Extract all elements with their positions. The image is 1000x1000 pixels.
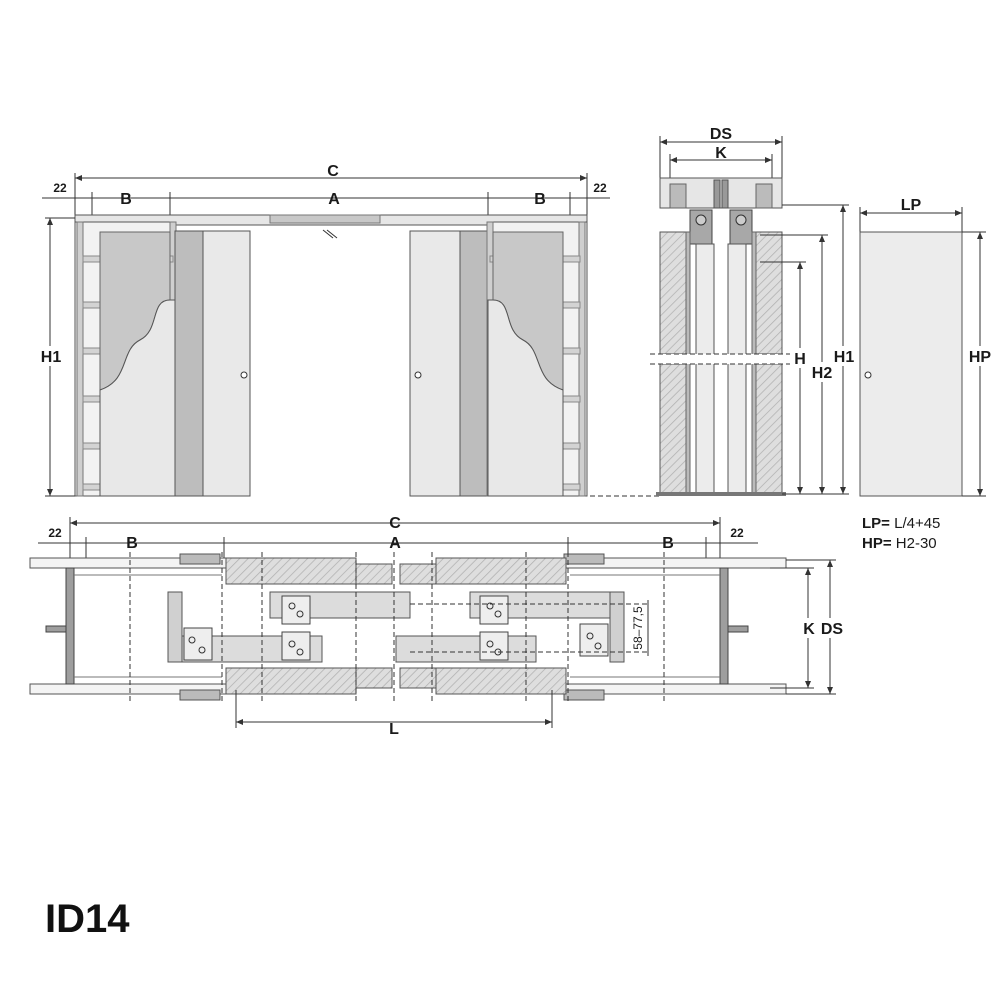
dim-label-22-right: 22 bbox=[593, 181, 607, 195]
plan-dim-label-22-left: 22 bbox=[48, 526, 62, 540]
dim-label-hp: HP bbox=[969, 349, 992, 366]
plan-dim-label-c: C bbox=[389, 515, 401, 532]
door-leaf-2 bbox=[727, 243, 747, 495]
door-panel-view: LP HP bbox=[859, 197, 994, 497]
handle-icon bbox=[240, 371, 248, 379]
right-pocket-frame bbox=[486, 221, 588, 497]
dim-label-k-section: K bbox=[715, 145, 727, 162]
handle-icon bbox=[414, 371, 422, 379]
dim-label-h1-left: H1 bbox=[41, 349, 62, 366]
dimension-row-bab: B A B 22 22 bbox=[42, 181, 610, 215]
dim-label-b-right: B bbox=[534, 191, 546, 208]
wall-right-upper bbox=[755, 231, 783, 355]
dim-label-a: A bbox=[328, 191, 340, 208]
plan-dim-label-b-left: B bbox=[126, 535, 138, 552]
door-leaf-1 bbox=[695, 243, 715, 495]
dim-label-b-left: B bbox=[120, 191, 132, 208]
plan-door-3 bbox=[395, 635, 537, 663]
door-panel bbox=[859, 231, 963, 497]
section-view: DS K bbox=[650, 126, 856, 496]
dim-label-h2: H2 bbox=[812, 365, 833, 382]
dimension-h1-elevation: H1 bbox=[38, 217, 75, 497]
plan-dim-label-ds: DS bbox=[821, 621, 844, 638]
dim-label-lp: LP bbox=[901, 197, 922, 214]
dim-label-ds-section: DS bbox=[710, 126, 733, 143]
bracket-icon bbox=[183, 595, 609, 661]
wall-right-lower bbox=[755, 363, 783, 495]
dim-label-22-left: 22 bbox=[53, 181, 67, 195]
plan-dim-label-l: L bbox=[389, 721, 399, 738]
left-sliding-door bbox=[174, 230, 251, 497]
handle-icon bbox=[864, 371, 872, 379]
plan-dim-label-b-right: B bbox=[662, 535, 674, 552]
front-elevation: C B A B 22 22 bbox=[38, 163, 660, 497]
plan-view: C B A B 22 22 bbox=[29, 515, 848, 738]
plan-dim-label-k: K bbox=[803, 621, 815, 638]
rail-connector bbox=[269, 214, 381, 224]
dimension-c-elevation: C bbox=[74, 163, 588, 215]
plan-dim-label-a: A bbox=[389, 535, 401, 552]
dim-label-h1-section: H1 bbox=[834, 349, 855, 366]
formula-lp: LP= L/4+45 bbox=[862, 515, 940, 532]
formula-hp: HP= H2-30 bbox=[862, 535, 937, 552]
dim-label-c: C bbox=[327, 163, 339, 180]
left-pocket-frame bbox=[74, 221, 177, 497]
plan-dim-label-range: 58–77,5 bbox=[631, 606, 645, 650]
plan-dim-label-22-right: 22 bbox=[730, 526, 744, 540]
dim-label-h: H bbox=[794, 351, 806, 368]
right-sliding-door bbox=[409, 230, 489, 497]
wall-left-upper bbox=[659, 231, 687, 355]
wall-left-lower bbox=[659, 363, 687, 495]
product-code: ID14 bbox=[45, 897, 130, 941]
formula-block: LP= L/4+45 HP= H2-30 bbox=[862, 515, 940, 552]
